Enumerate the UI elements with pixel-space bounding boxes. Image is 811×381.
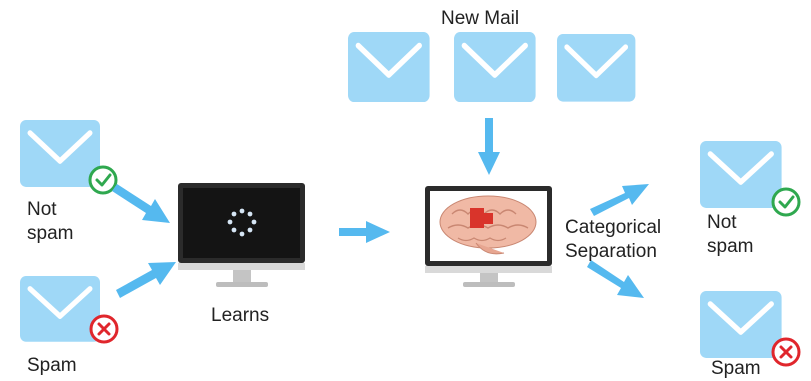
training-spam-envelope-icon (20, 276, 100, 342)
learns-label: Learns (211, 305, 270, 326)
check-badge-icon (771, 187, 801, 217)
training-not-spam-label: Not spam (27, 199, 74, 244)
arrow-icon (116, 262, 176, 298)
output-not-spam-label: Not spam (707, 212, 754, 257)
arrow-icon (112, 184, 170, 223)
output-spam-label: Spam (711, 358, 761, 379)
arrow-icon (478, 118, 500, 175)
learning-monitor-icon (178, 183, 305, 287)
training-spam-label: Spam (27, 355, 77, 376)
cross-badge-icon (771, 337, 801, 367)
arrow-icon (590, 184, 649, 216)
new-mail-envelope-icon (557, 34, 635, 102)
cross-badge-icon (89, 314, 119, 344)
brain-icon (439, 195, 537, 255)
training-not-spam-envelope-icon (20, 120, 100, 187)
arrow-icon (339, 221, 390, 243)
arrow-icon (587, 260, 644, 298)
new-mail-envelope-icon (454, 32, 536, 102)
output-not-spam-envelope-icon (700, 141, 782, 208)
loading-spinner-icon (227, 208, 257, 237)
categorical-separation-label: Categorical Separation (565, 217, 662, 262)
output-spam-envelope-icon (700, 291, 782, 358)
check-badge-icon (88, 165, 118, 195)
new-mail-envelope-icon (348, 32, 430, 102)
new-mail-label: New Mail (441, 8, 520, 29)
